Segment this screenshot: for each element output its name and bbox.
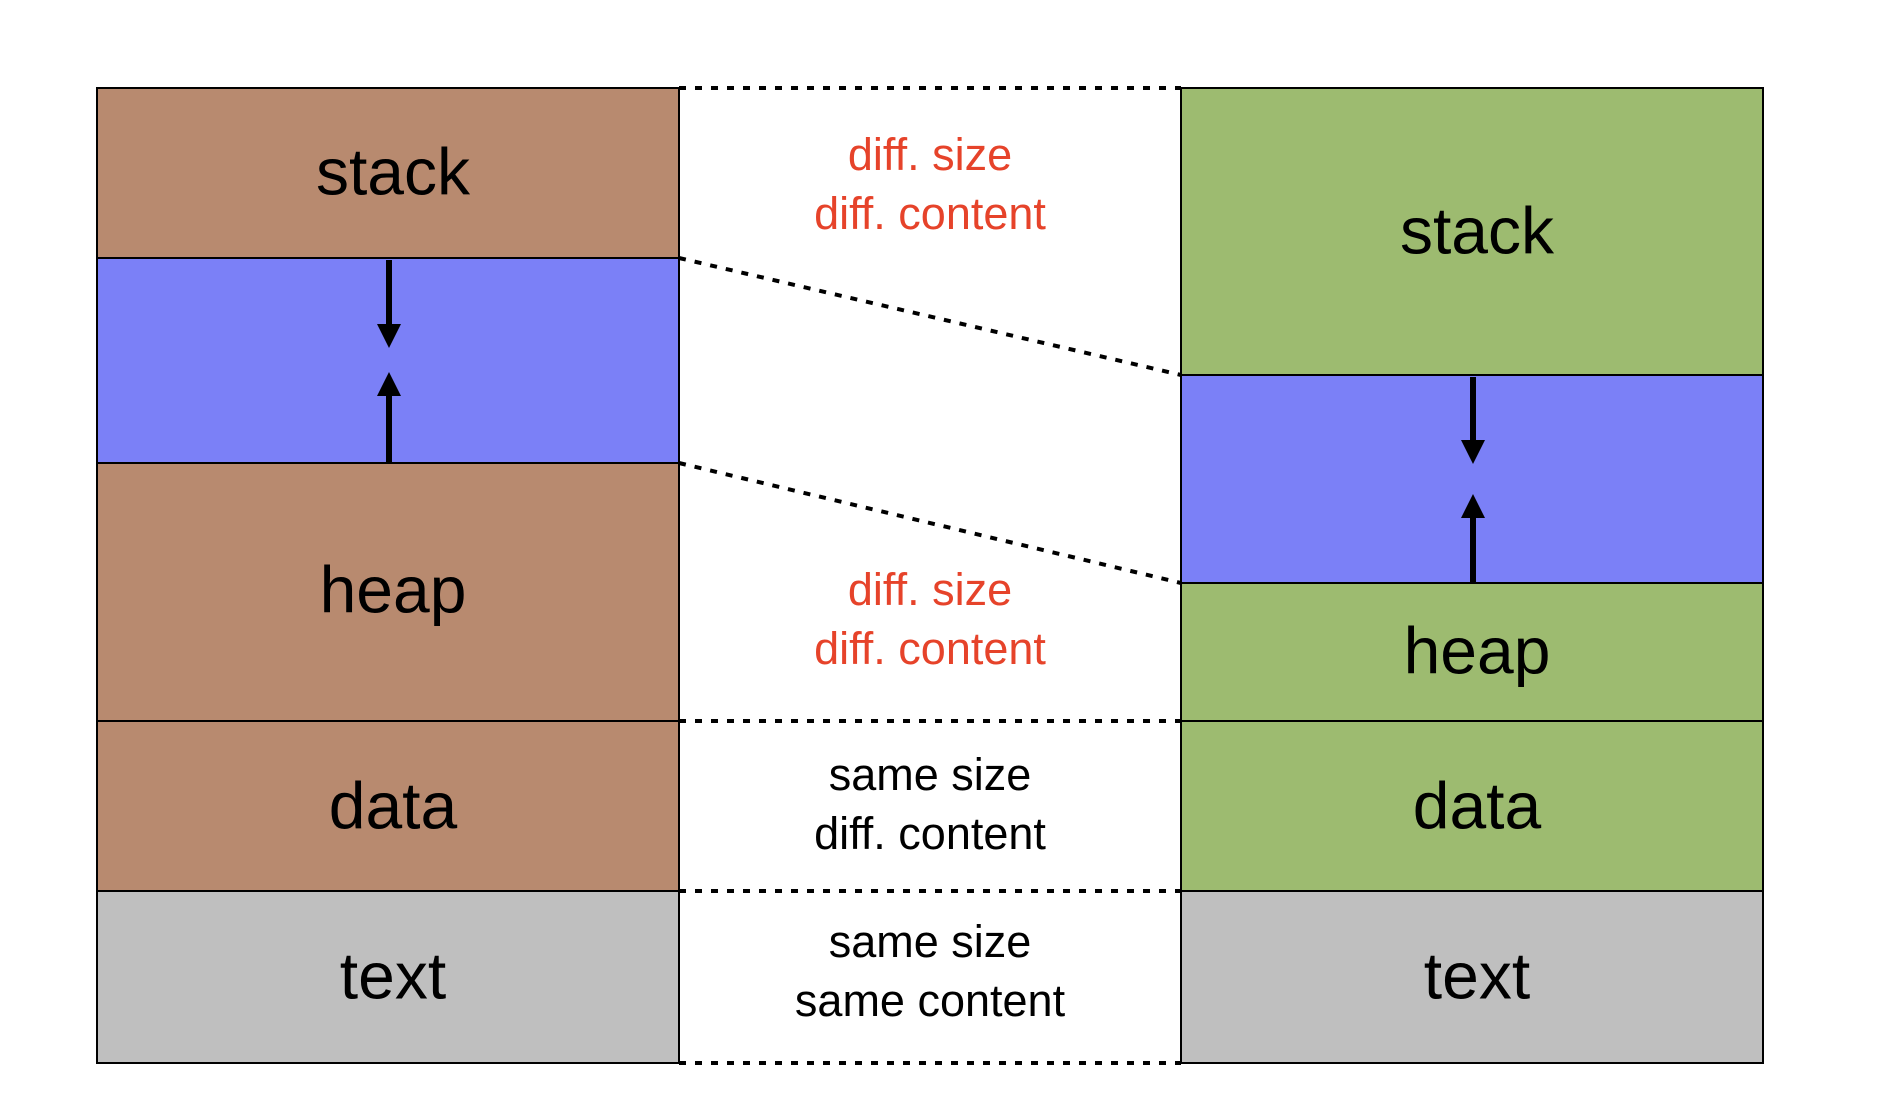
connector-heap-top (678, 461, 1182, 585)
data-note-line2: diff. content (814, 808, 1046, 859)
heap-note-line1: diff. size (848, 564, 1012, 615)
right-text-segment (1180, 890, 1764, 1064)
left-stack-segment (96, 87, 680, 259)
right-text-label: text (1424, 938, 1530, 1012)
right-address-space: stack heap data text (1180, 87, 1764, 1064)
right-data-segment (1180, 720, 1764, 892)
text-note-line1: same size (829, 916, 1032, 967)
left-heap-label: heap (320, 552, 467, 626)
stack-note-line1: diff. size (848, 129, 1012, 180)
left-heap-segment (96, 462, 680, 722)
text-note-line2: same content (795, 975, 1066, 1026)
left-text-segment (96, 890, 680, 1064)
comparison-notes: diff. size diff. content diff. size diff… (795, 129, 1066, 1026)
left-address-space: stack heap data text (96, 87, 680, 1064)
right-heap-label: heap (1404, 613, 1551, 687)
segment-connectors (678, 86, 1182, 1065)
left-text-label: text (340, 938, 446, 1012)
left-data-label: data (329, 768, 458, 842)
data-note-line1: same size (829, 749, 1032, 800)
connector-stack-bottom (678, 256, 1182, 377)
stack-note-line2: diff. content (814, 188, 1046, 239)
heap-note-line2: diff. content (814, 623, 1046, 674)
right-stack-segment (1180, 87, 1764, 376)
right-stack-label: stack (1400, 193, 1555, 267)
left-data-segment (96, 720, 680, 892)
left-stack-label: stack (316, 134, 471, 208)
right-data-label: data (1413, 768, 1542, 842)
